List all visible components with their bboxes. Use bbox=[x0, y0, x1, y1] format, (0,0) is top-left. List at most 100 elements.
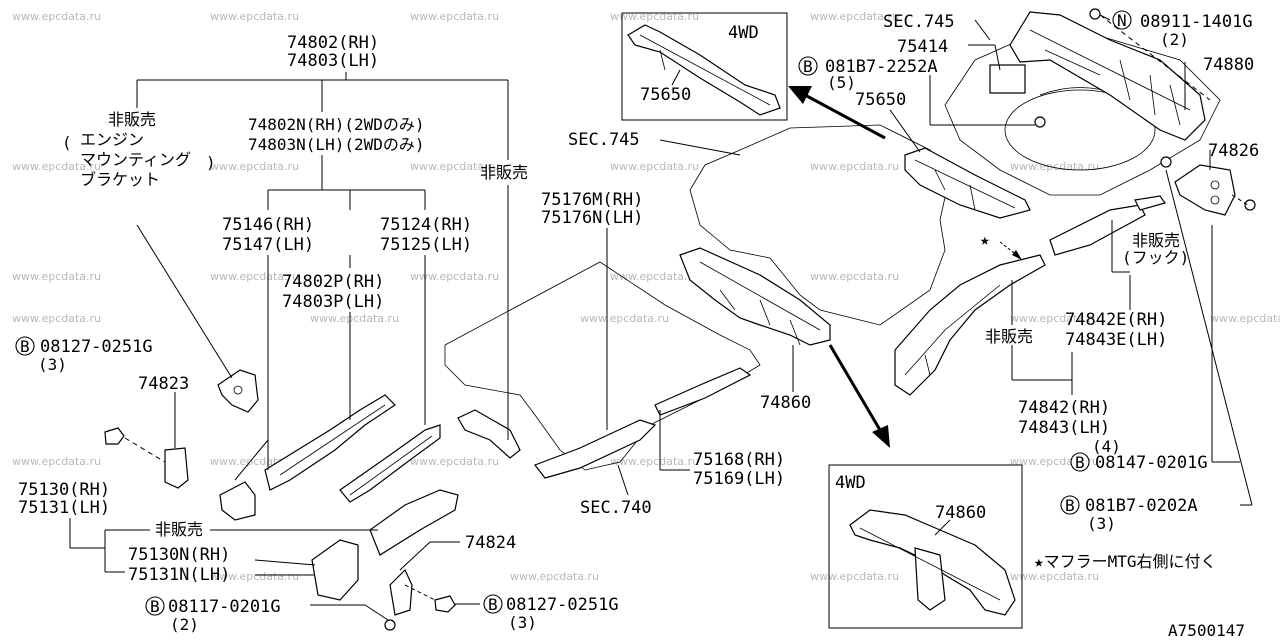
label-75130: 75130(RH) bbox=[18, 480, 110, 500]
nut-icon bbox=[1160, 156, 1172, 168]
label-inset-74860: 74860 bbox=[935, 503, 986, 523]
label-08127-a-qty: (3) bbox=[38, 355, 67, 374]
label-74803p: 74803P(LH) bbox=[282, 292, 384, 312]
label-08127-b-qty: (3) bbox=[508, 613, 537, 632]
label-08127-b: 08127-0251G bbox=[506, 595, 619, 615]
symbols: B B B B N B B ★ bbox=[15, 10, 1132, 616]
label-74842-qty: (4) bbox=[1092, 437, 1121, 456]
inset-4wd-74860 bbox=[828, 464, 1023, 629]
diagram-code: A7500147 bbox=[1168, 621, 1245, 640]
label-08911: 08911-1401G bbox=[1140, 12, 1253, 32]
watermark: www.epcdata.ru bbox=[810, 10, 899, 23]
watermark: www.epcdata.ru bbox=[12, 455, 101, 468]
b-symbol-text: B bbox=[1065, 496, 1075, 515]
watermark: www.epcdata.ru bbox=[810, 160, 899, 173]
watermark: www.epcdata.ru bbox=[610, 270, 699, 283]
b-symbol-text: B bbox=[488, 595, 498, 614]
part-labels: 74802(RH) 74803(LH) 非販売 ( エンジン マウンティング ブ… bbox=[18, 12, 1259, 640]
label-mounting: マウンティング bbox=[80, 150, 191, 169]
watermark: www.epcdata.ru bbox=[610, 455, 699, 468]
label-08911-qty: (2) bbox=[1160, 30, 1189, 49]
label-74803n: 74803N(LH)(2WDのみ) bbox=[248, 135, 425, 154]
label-not-sold: 非販売 bbox=[108, 110, 156, 129]
label-75124: 75124(RH) bbox=[380, 215, 472, 235]
label-75650: 75650 bbox=[855, 90, 906, 110]
crossmember-75650 bbox=[904, 147, 1031, 219]
label-74826: 74826 bbox=[1208, 141, 1259, 161]
watermark: www.epcdata.ru bbox=[1010, 570, 1099, 583]
star-marker: ★ bbox=[980, 230, 990, 249]
label-74823: 74823 bbox=[138, 374, 189, 394]
b-symbol bbox=[483, 594, 503, 614]
b-symbol bbox=[798, 56, 818, 76]
label-75176m: 75176M(RH) bbox=[541, 190, 643, 210]
leader-lines bbox=[69, 14, 1253, 621]
b-symbol bbox=[1070, 452, 1090, 472]
label-sec745-top: SEC.745 bbox=[883, 12, 955, 32]
label-bracket: ブラケット bbox=[80, 170, 160, 189]
watermark: www.epcdata.ru bbox=[610, 10, 699, 23]
watermark: www.epcdata.ru bbox=[410, 10, 499, 23]
label-74880: 74880 bbox=[1203, 55, 1254, 75]
bolt-icon bbox=[384, 619, 396, 631]
watermark: www.epcdata.ru bbox=[12, 270, 101, 283]
label-74843: 74843(LH) bbox=[1018, 418, 1110, 438]
label-75169: 75169(LH) bbox=[693, 469, 785, 489]
label-hook: (フック) bbox=[1122, 248, 1189, 267]
label-inset-75650: 75650 bbox=[640, 85, 691, 105]
watermark: www.epcdata.ru bbox=[410, 270, 499, 283]
paren-open: ( bbox=[62, 133, 72, 152]
watermark: www.epcdata.ru bbox=[580, 312, 669, 325]
label-74802: 74802(RH) bbox=[287, 33, 379, 53]
b-symbol-text: B bbox=[20, 337, 30, 356]
watermark: www.epcdata.ru bbox=[12, 312, 101, 325]
nut-icon bbox=[1089, 8, 1101, 20]
label-not-sold: 非販売 bbox=[480, 163, 528, 182]
watermark: www.epcdata.ru bbox=[810, 570, 899, 583]
watermark: www.epcdata.ru bbox=[1210, 312, 1280, 325]
watermark: www.epcdata.ru bbox=[210, 160, 299, 173]
n-symbol bbox=[1112, 10, 1132, 30]
label-inset-4wd: 4WD bbox=[728, 23, 759, 43]
label-75414: 75414 bbox=[897, 37, 948, 57]
label-inset-4wd: 4WD bbox=[835, 473, 866, 493]
label-74802n: 74802N(RH)(2WDのみ) bbox=[248, 115, 425, 134]
b-symbol-text: B bbox=[1075, 453, 1085, 472]
watermark: www.epcdata.ru bbox=[410, 455, 499, 468]
label-74803: 74803(LH) bbox=[287, 51, 379, 71]
bolt-icon bbox=[104, 427, 125, 445]
label-081b7-2252a: 081B7-2252A bbox=[825, 57, 938, 77]
label-08117: 08117-0201G bbox=[168, 597, 281, 617]
crossmember-74860 bbox=[679, 247, 831, 346]
bolt-icon bbox=[1034, 116, 1046, 128]
label-74842e: 74842E(RH) bbox=[1065, 310, 1167, 330]
fasteners bbox=[104, 8, 1256, 631]
n-symbol-text: N bbox=[1117, 11, 1127, 30]
label-75131n: 75131N(LH) bbox=[128, 565, 230, 585]
left-side-members bbox=[164, 367, 752, 616]
label-08117-qty: (2) bbox=[170, 615, 199, 634]
watermark: www.epcdata.ru bbox=[810, 270, 899, 283]
label-75147: 75147(LH) bbox=[222, 235, 314, 255]
bolt-icon bbox=[1244, 199, 1256, 211]
label-74842: 74842(RH) bbox=[1018, 398, 1110, 418]
watermark: www.epcdata.ru bbox=[210, 570, 299, 583]
label-081b7-2252a-qty: (5) bbox=[827, 73, 856, 92]
watermark: www.epcdata.ru bbox=[510, 570, 599, 583]
watermark-layer: www.epcdata.ru www.epcdata.ru www.epcdat… bbox=[12, 10, 1280, 583]
label-sec740: SEC.740 bbox=[580, 498, 652, 518]
label-74824: 74824 bbox=[465, 533, 516, 553]
label-not-sold: 非販売 bbox=[985, 327, 1033, 346]
upper-floor-panel bbox=[689, 124, 951, 326]
inset-arrows bbox=[788, 86, 1022, 448]
label-081b7-0202a: 081B7-0202A bbox=[1085, 496, 1198, 516]
watermark: www.epcdata.ru bbox=[12, 10, 101, 23]
side-member-74842 bbox=[894, 195, 1166, 396]
watermark: www.epcdata.ru bbox=[410, 160, 499, 173]
label-74860: 74860 bbox=[760, 393, 811, 413]
inset-4wd-75650 bbox=[621, 12, 788, 121]
watermark: www.epcdata.ru bbox=[210, 270, 299, 283]
label-75146: 75146(RH) bbox=[222, 215, 314, 235]
